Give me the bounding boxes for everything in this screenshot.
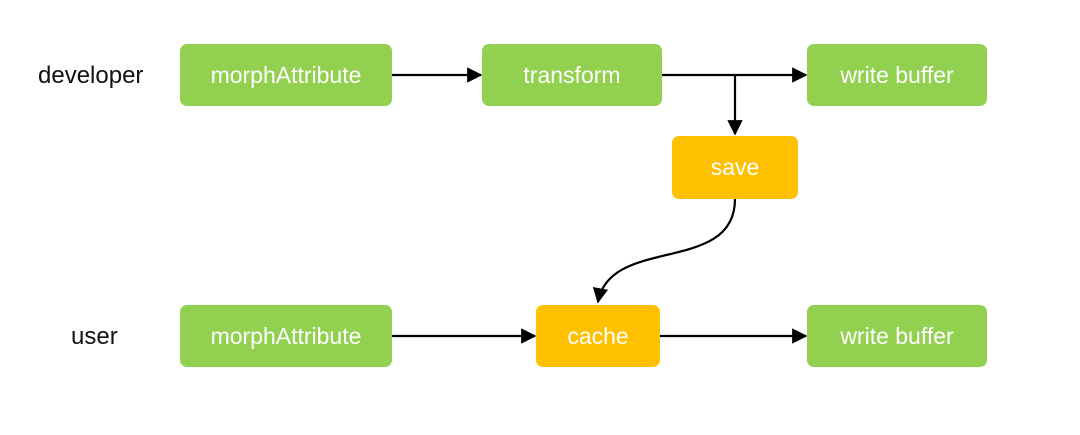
row-label-user: user (71, 323, 118, 350)
row-label-developer: developer (38, 62, 144, 89)
edge-save-to-cache (592, 198, 737, 304)
cache-node: cache (536, 305, 660, 367)
developer-transform-node: transform (482, 44, 662, 106)
developer-write-buffer-node: write buffer (807, 44, 987, 106)
developer-morph-attribute-node: morphAttribute (180, 44, 392, 106)
user-write-buffer-node: write buffer (807, 305, 987, 367)
user-morph-attribute-node: morphAttribute (180, 305, 392, 367)
save-node: save (672, 136, 798, 199)
